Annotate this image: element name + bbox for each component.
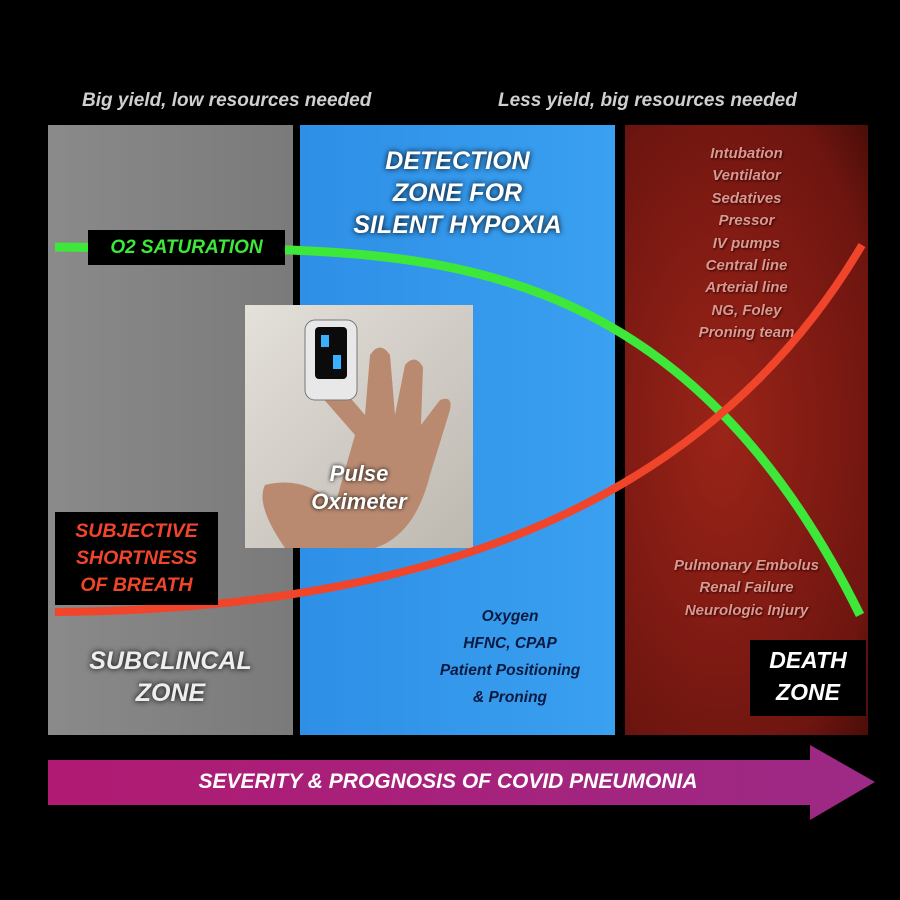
resource-item: Pressor	[718, 212, 775, 230]
death-zone-panel	[625, 125, 868, 735]
o2-saturation-label: O2 SATURATION	[88, 230, 285, 265]
complication-item: Neurologic Injury	[684, 601, 809, 619]
resource-item: Ventilator	[712, 167, 781, 185]
pulse-oximeter-photo: Pulse Oximeter	[245, 305, 473, 548]
shortness-of-breath-curve	[54, 242, 866, 616]
death-zone-complications: Pulmonary Embolus Renal Failure Neurolog…	[625, 555, 868, 622]
title-line: SUBCLINCAL	[89, 647, 252, 675]
resource-item: IV pumps	[712, 234, 781, 252]
header-right: Less yield, big resources needed	[498, 90, 797, 111]
treatment-item: Patient Positioning	[439, 662, 581, 679]
death-zone-title: DEATH ZONE	[750, 640, 866, 716]
title-line: ZONE	[135, 679, 206, 707]
title-line: DEATH	[769, 647, 847, 673]
treatment-item: & Proning	[472, 689, 548, 706]
resource-item: NG, Foley	[711, 301, 782, 319]
arrow-shape	[48, 745, 875, 820]
hand-with-oximeter-illustration	[262, 319, 451, 548]
complication-item: Pulmonary Embolus	[673, 557, 820, 574]
subclinical-zone-title: SUBCLINCAL ZONE	[48, 645, 293, 709]
detection-zone-title: DETECTION ZONE FOR SILENT HYPOXIA	[300, 145, 615, 241]
caption-line: Pulse	[329, 461, 389, 486]
treatment-item: Oxygen	[481, 608, 539, 625]
resource-item: Sedatives	[711, 189, 782, 207]
treatment-item: HFNC, CPAP	[463, 635, 557, 652]
resource-item: Central line	[705, 257, 788, 275]
title-line: ZONE FOR	[392, 179, 523, 207]
complication-item: Renal Failure	[699, 579, 794, 597]
detection-zone-treatments: Oxygen HFNC, CPAP Patient Positioning & …	[405, 603, 615, 711]
title-line: SILENT HYPOXIA	[353, 211, 562, 239]
photo-caption: Pulse Oximeter	[245, 460, 473, 516]
resource-item: Intubation	[710, 145, 783, 162]
title-line: ZONE	[776, 679, 840, 705]
sob-label: SUBJECTIVE SHORTNESS OF BREATH	[55, 512, 218, 605]
resource-item: Proning team	[698, 324, 795, 342]
o2-saturation-curve	[54, 242, 865, 617]
label-line: SHORTNESS	[76, 547, 197, 569]
title-line: DETECTION	[385, 147, 530, 175]
caption-line: Oximeter	[311, 489, 407, 514]
severity-arrow-label: SEVERITY & PROGNOSIS OF COVID PNEUMONIA	[198, 770, 698, 793]
header-left: Big yield, low resources needed	[82, 90, 372, 111]
resource-item: Arterial line	[705, 279, 788, 297]
label-line: OF BREATH	[80, 574, 193, 596]
label-line: SUBJECTIVE	[75, 520, 198, 542]
death-zone-resources: Intubation Ventilator Sedatives Pressor …	[625, 143, 868, 345]
